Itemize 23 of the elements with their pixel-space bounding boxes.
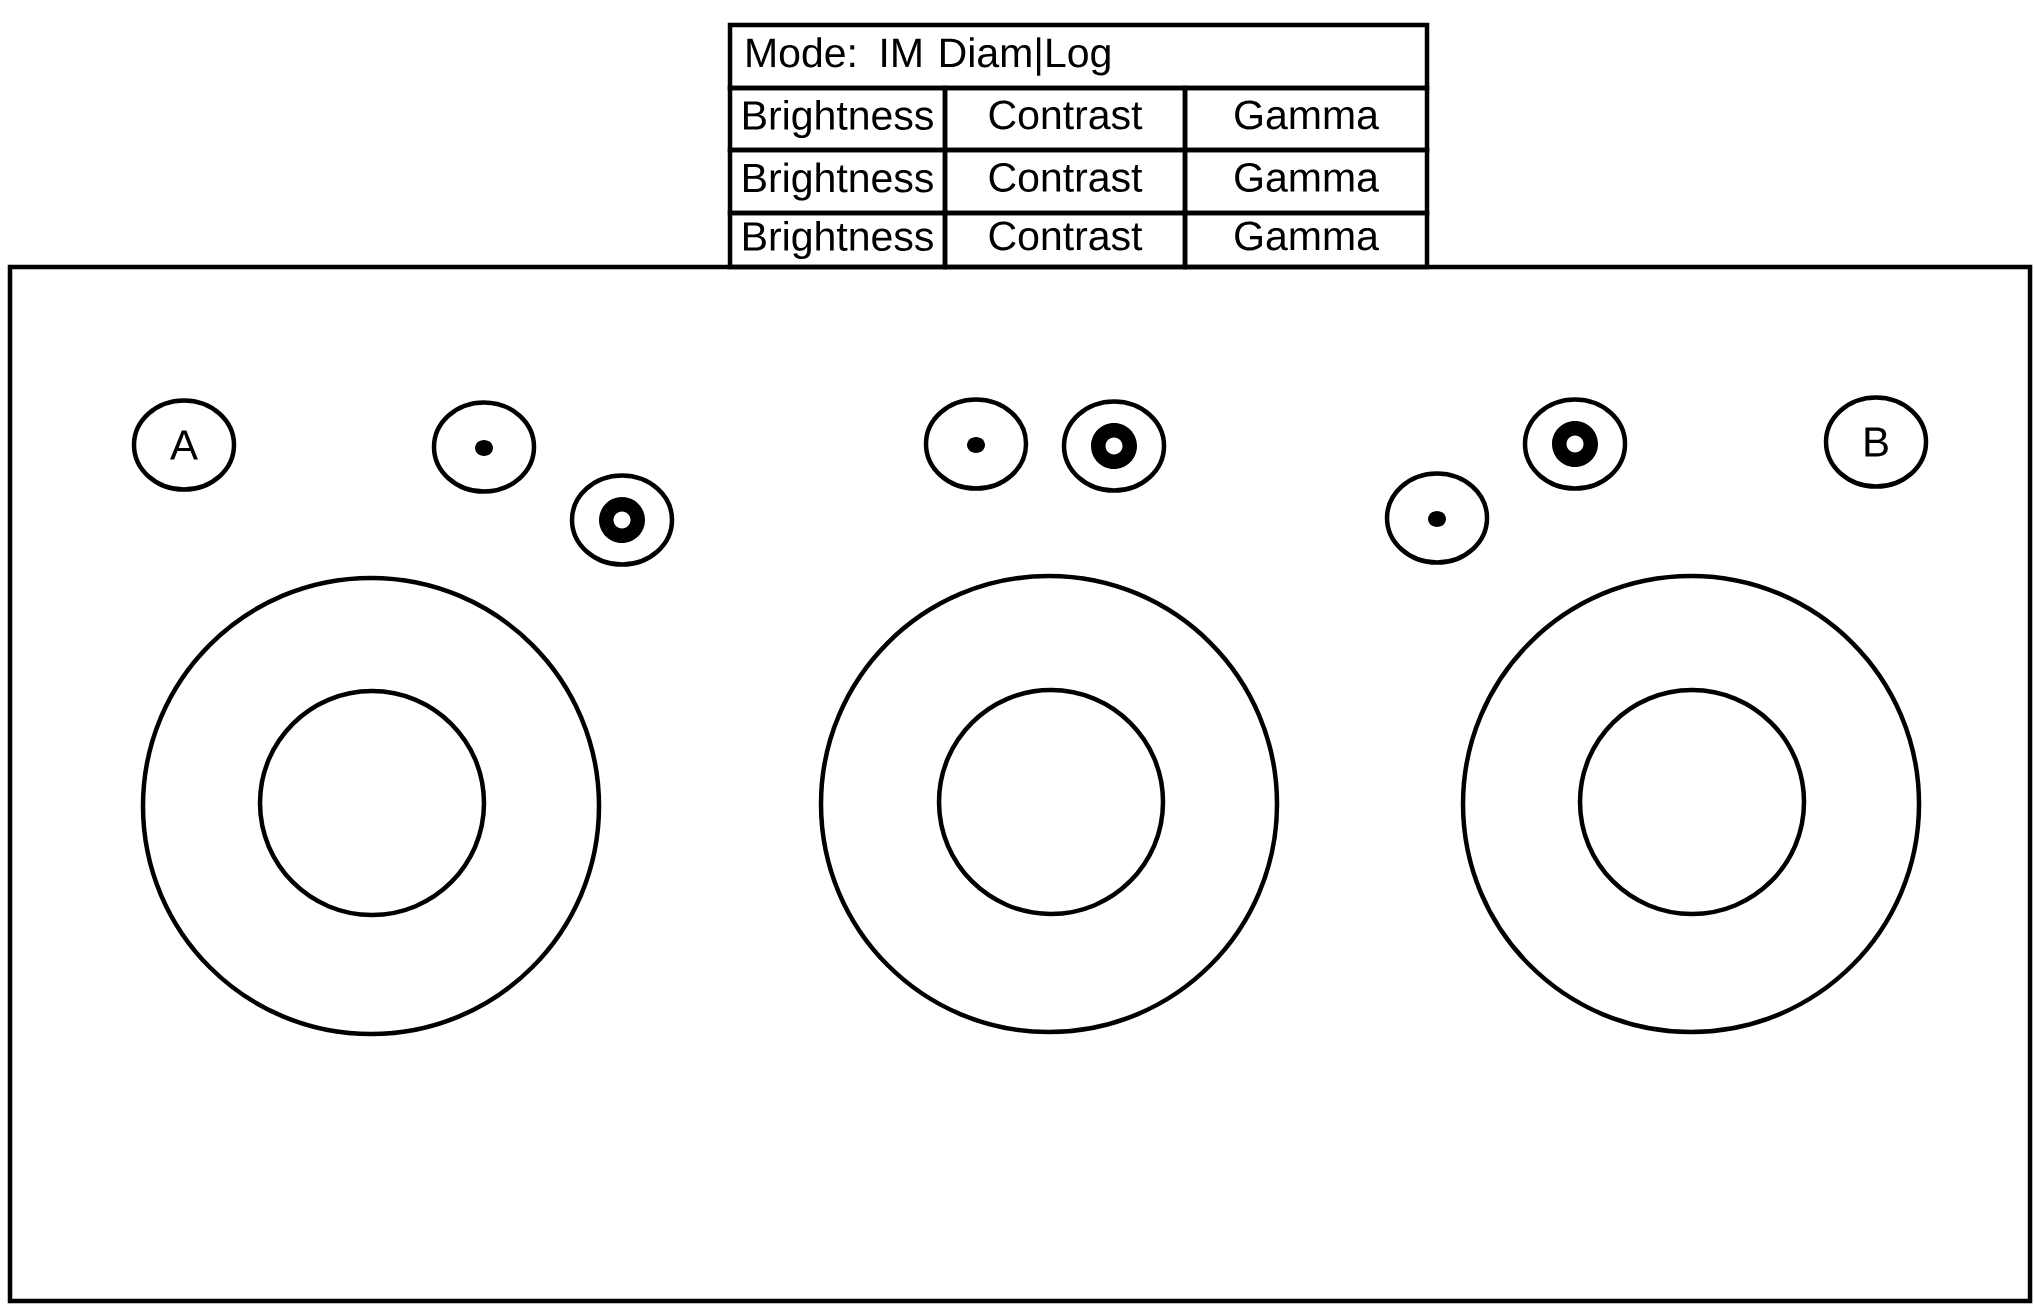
small-circle — [923, 397, 1029, 491]
table-cell: Gamma — [1182, 210, 1430, 270]
inner-circle — [257, 688, 487, 918]
table-cell: Brightness — [727, 85, 948, 153]
large-circle — [818, 573, 1280, 1035]
table-cell: Gamma — [1182, 85, 1430, 153]
large-circle — [1460, 573, 1922, 1035]
table-cell: Contrast — [942, 210, 1188, 270]
table-header: Mode: IM Diam|Log — [727, 22, 1430, 91]
inner-circle — [936, 687, 1166, 917]
table-cell: Contrast — [942, 147, 1188, 216]
table-cell: Brightness — [727, 210, 948, 270]
small-circle — [569, 473, 675, 567]
table-cell: Contrast — [942, 85, 1188, 153]
small-circle — [1522, 397, 1628, 491]
small-circle — [431, 400, 537, 494]
table-cell: Gamma — [1182, 147, 1430, 216]
table-cell: Brightness — [727, 147, 948, 216]
small-circle — [1384, 471, 1490, 565]
panel — [7, 264, 2033, 1304]
small-circle — [1061, 399, 1167, 493]
inner-circle — [1577, 687, 1807, 917]
large-circle — [140, 575, 602, 1037]
